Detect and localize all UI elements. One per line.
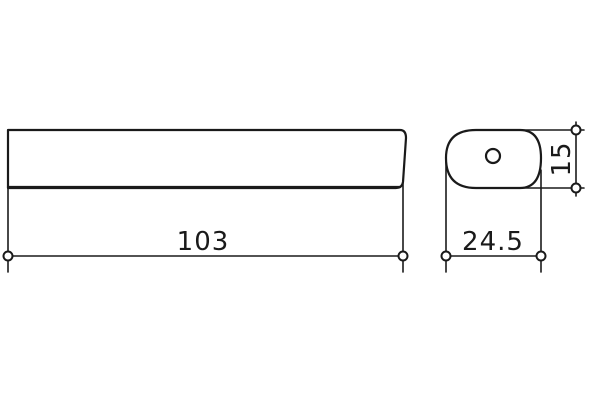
width-terminator-left — [440, 250, 452, 262]
mounting-hole — [484, 147, 502, 165]
end-view-outline — [444, 128, 543, 190]
length-terminator-left — [2, 250, 14, 262]
side-view-outline — [6, 128, 408, 190]
height-dimension: 15 — [547, 121, 582, 197]
height-label: 15 — [547, 141, 577, 176]
height-terminator-top — [570, 124, 582, 136]
width-dimension: 24.5 — [440, 227, 547, 262]
width-label: 24.5 — [462, 227, 524, 257]
side-view — [6, 128, 408, 273]
length-label: 103 — [177, 227, 230, 257]
length-dimension: 103 — [2, 227, 409, 262]
width-terminator-right — [535, 250, 547, 262]
height-terminator-bottom — [570, 182, 582, 194]
length-terminator-right — [397, 250, 409, 262]
